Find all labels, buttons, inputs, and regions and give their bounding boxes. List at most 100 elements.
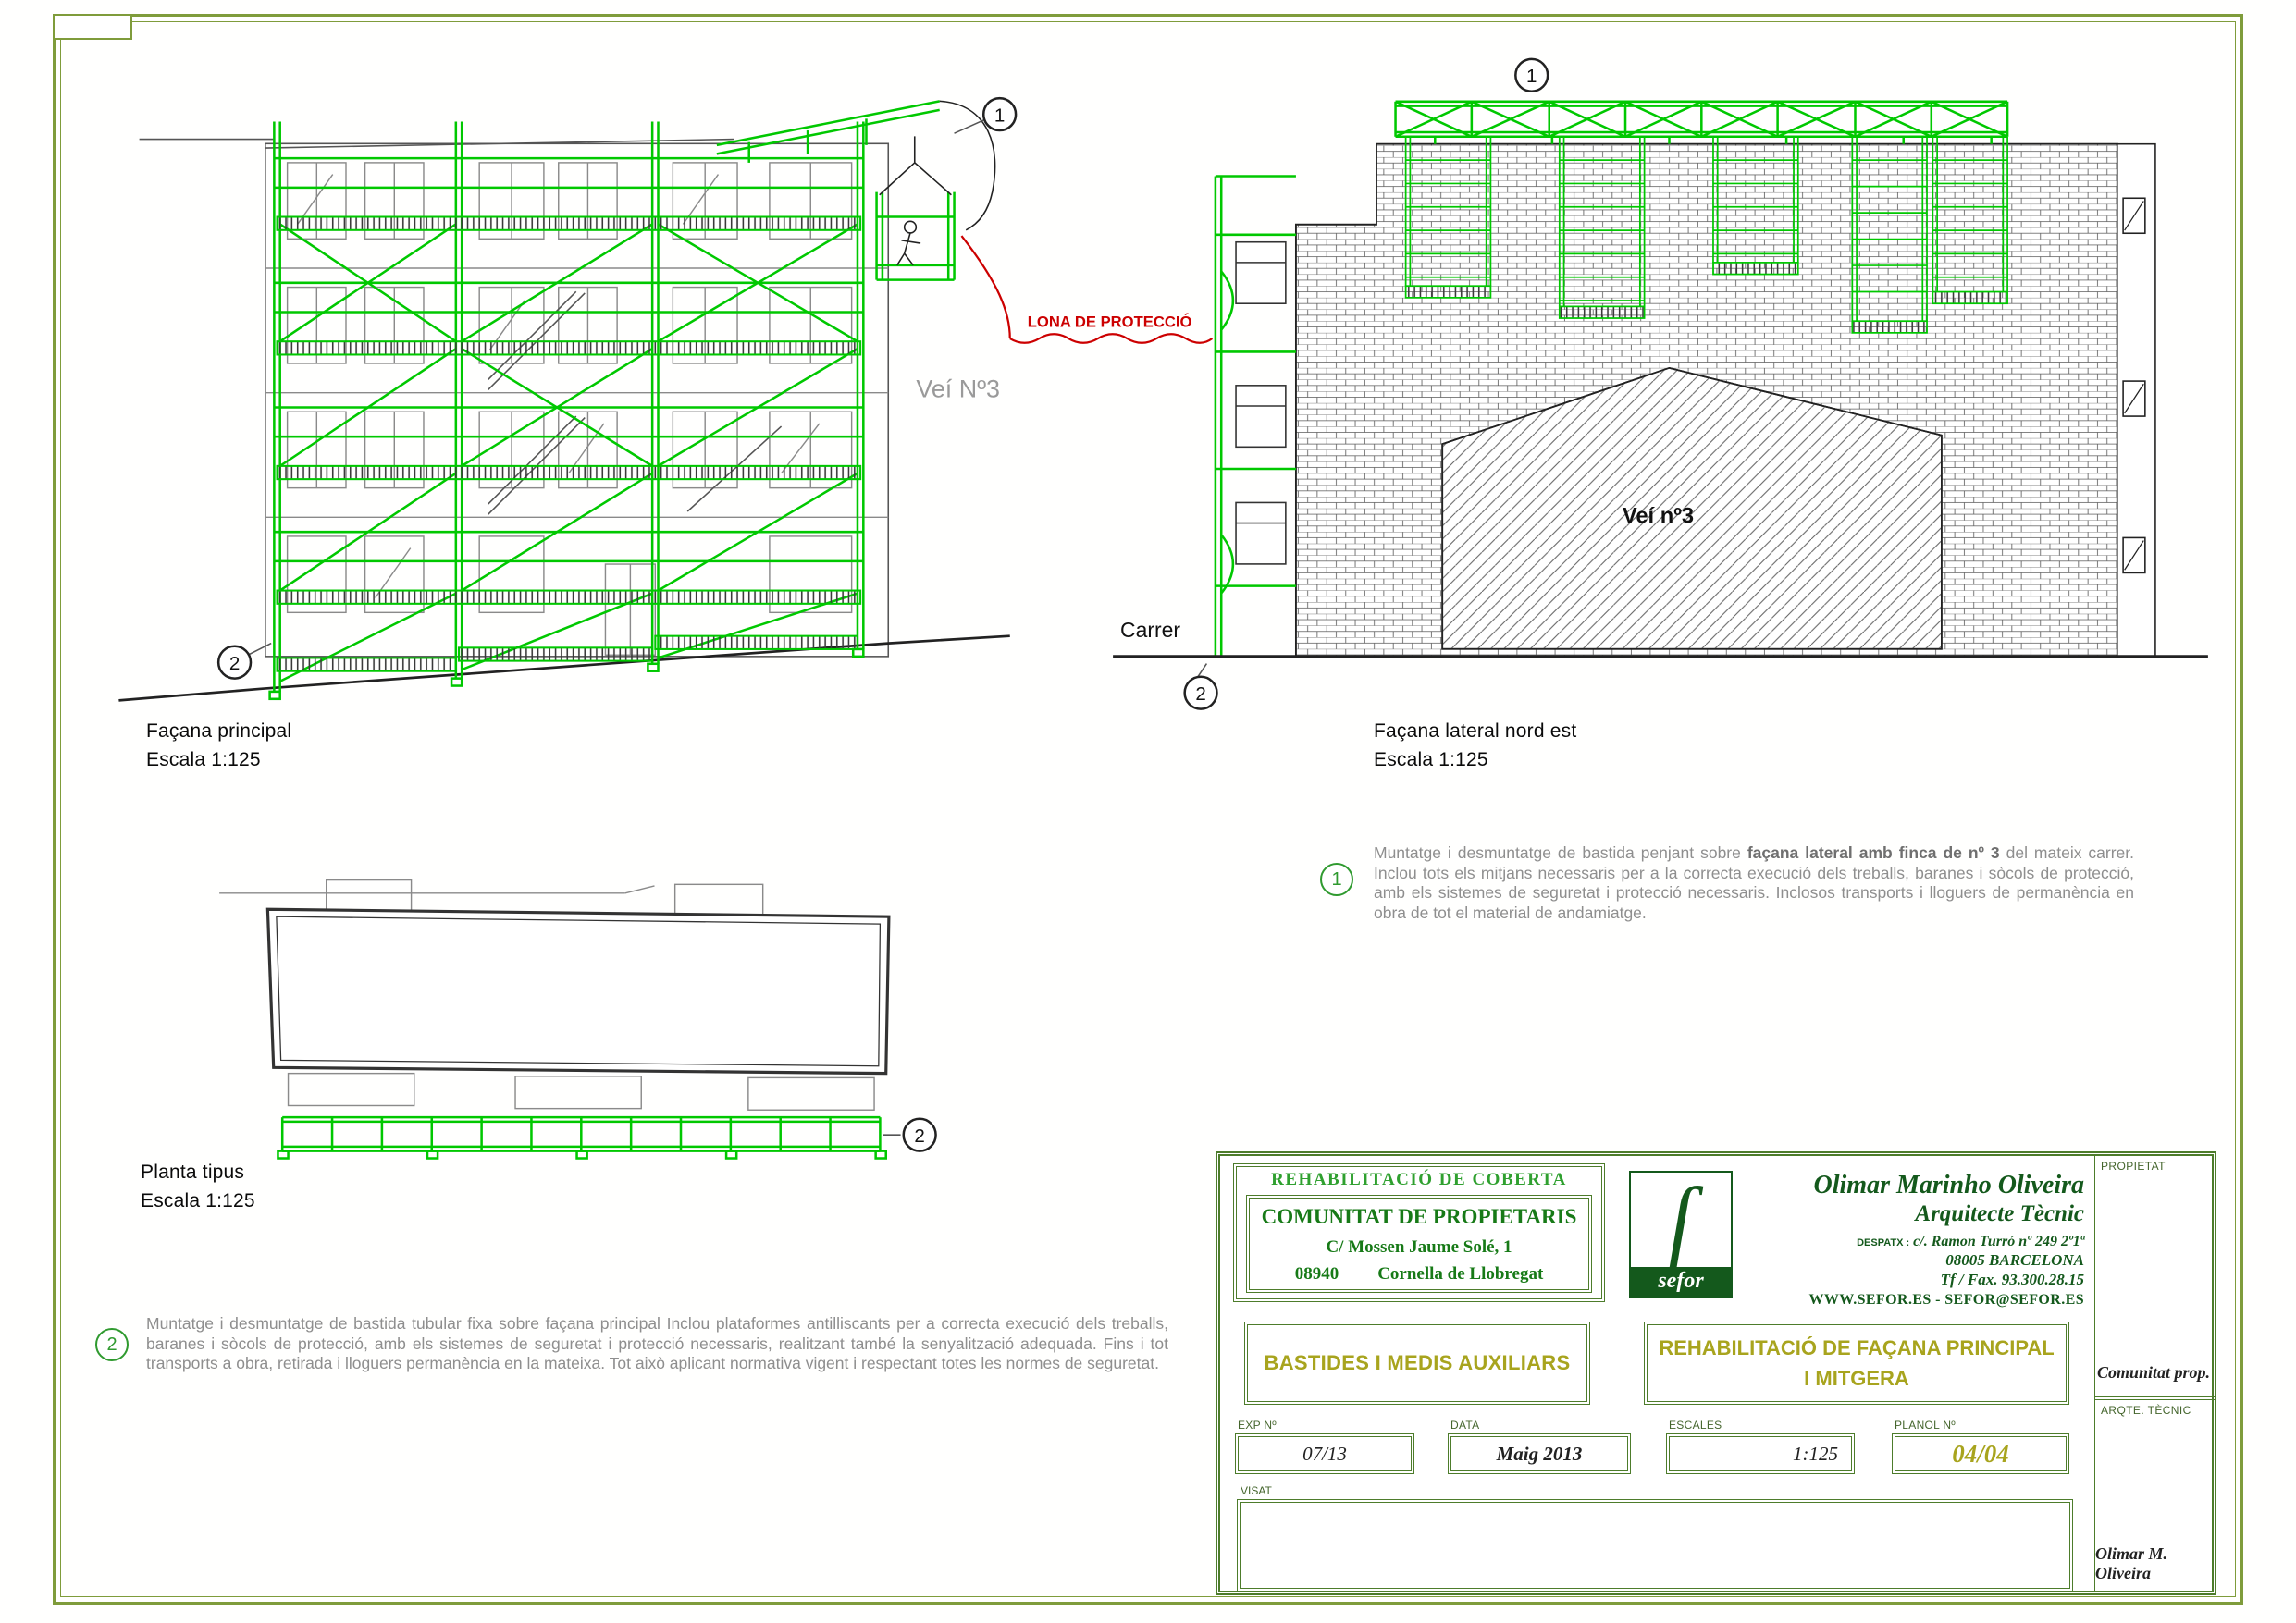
planol-value: 04/04 <box>1892 1433 2069 1474</box>
architect-info: Olimar Marinho Oliveira Arquitecte Tècni… <box>1744 1171 2084 1309</box>
caption-facana-lateral: Façana lateral nord est Escala 1:125 <box>1374 720 1576 771</box>
sheet-title-line2: I MITGERA <box>1804 1366 1909 1390</box>
data-label: DATA <box>1450 1419 1480 1432</box>
neighbor-building-hatch <box>1441 366 1943 650</box>
subject-text: BASTIDES I MEDIS AUXILIARS <box>1264 1351 1571 1374</box>
svg-text:2: 2 <box>1195 683 1205 705</box>
scaffold-principal <box>268 121 865 701</box>
client-name: COMUNITAT DE PROPIETARIS <box>1261 1205 1577 1228</box>
planol-label: PLANOL Nº <box>1895 1419 1956 1432</box>
svg-text:1: 1 <box>994 105 1005 127</box>
data-value: Maig 2013 <box>1448 1433 1631 1474</box>
architect-title: Arquitecte Tècnic <box>1915 1201 2084 1226</box>
architect-name: Olimar Marinho Oliveira <box>1813 1171 2084 1199</box>
drawing-title: Façana principal <box>146 720 292 742</box>
facana-principal-drawing: LONA DE PROTECCIÓ Veí Nº3 1 2 <box>118 96 1214 702</box>
scaffold-platforms <box>276 215 862 672</box>
drawing-title: Planta tipus <box>141 1162 245 1183</box>
architect-web: WWW.SEFOR.ES - SEFOR@SEFOR.ES <box>1808 1292 2084 1308</box>
plan-outline-inner <box>276 916 882 1067</box>
facade-bays <box>287 1072 875 1111</box>
svg-text:2: 2 <box>914 1125 924 1147</box>
caption-planta-tipus: Planta tipus Escala 1:125 <box>141 1162 255 1212</box>
marker-1-lateral: 1 <box>1514 57 1549 92</box>
sheet-title-box: REHABILITACIÓ DE FAÇANA PRINCIPAL I MITG… <box>1644 1322 2069 1405</box>
client-address: C/ Mossen Jaume Solé, 1 <box>1326 1237 1512 1257</box>
architect-despatx: DESPATX : c/. Ramon Turró nº 249 2º1ª <box>1744 1234 2084 1250</box>
svg-text:1: 1 <box>1526 66 1537 87</box>
side-building-edge <box>2116 142 2156 658</box>
marker-1-principal: 1 <box>981 96 1018 132</box>
architect-city: 08005 BARCELONA <box>1945 1251 2084 1269</box>
field-data: DATA Maig 2013 <box>1448 1419 1631 1474</box>
drawing-scale: Escala 1:125 <box>141 1190 255 1211</box>
neighbor-label-principal: Veí Nº3 <box>916 375 1000 402</box>
propietat-value: Comunitat prop. <box>2096 1363 2210 1382</box>
title-block: REHABILITACIÓ DE COBERTA COMUNITAT DE PR… <box>1216 1151 2216 1595</box>
propietat-label: PROPIETAT <box>2101 1160 2166 1173</box>
scaffold-plan <box>277 1115 887 1160</box>
note-2-text: Muntatge i desmuntatge de bastida tubula… <box>146 1314 1168 1374</box>
note-1-part-bold: façana lateral amb finca de nº 3 <box>1747 843 2000 862</box>
escales-value: 1:125 <box>1666 1433 1855 1474</box>
marker-2-lateral: 2 <box>1183 675 1218 710</box>
escales-label: ESCALES <box>1669 1419 1722 1432</box>
client-box: REHABILITACIÓ DE COBERTA COMUNITAT DE PR… <box>1233 1163 1605 1302</box>
client-city: Cornella de Llobregat <box>1377 1264 1544 1284</box>
lona-proteccio-line <box>960 235 1214 344</box>
drawing-scale: Escala 1:125 <box>146 749 261 770</box>
davit-crane <box>716 100 956 281</box>
client-zip: 08940 <box>1294 1264 1339 1284</box>
field-escales: ESCALES 1:125 <box>1666 1419 1855 1474</box>
note-2-marker: 2 <box>95 1328 129 1361</box>
plan-outline <box>265 907 891 1076</box>
sefor-logo-word: sefor <box>1631 1267 1731 1297</box>
subject-box: BASTIDES I MEDIS AUXILIARS <box>1244 1322 1590 1405</box>
arqte-label: ARQTE. TÈCNIC <box>2101 1404 2191 1417</box>
sefor-logo-glyph: ſ <box>1668 1171 1694 1268</box>
street-side-scaffold <box>1214 175 1296 657</box>
visat-label: VISAT <box>1241 1484 1272 1497</box>
adjacent-balconies <box>1235 240 1287 565</box>
facana-lateral-drawing: Veí nº3 <box>1113 57 2208 710</box>
suspension-truss <box>1394 100 2009 144</box>
field-planol: PLANOL Nº 04/04 <box>1892 1419 2069 1474</box>
note-1-marker-number: 1 <box>1331 868 1342 890</box>
sheet-title-line1: REHABILITACIÓ DE FAÇANA PRINCIPAL <box>1659 1335 2055 1359</box>
caption-facana-principal: Façana principal Escala 1:125 <box>146 720 291 771</box>
note-1-marker: 1 <box>1320 863 1353 896</box>
street-label: Carrer <box>1120 618 1180 642</box>
arqte-value: Olimar M. Oliveira <box>2095 1544 2168 1582</box>
neighbor-label-lateral: Veí nº3 <box>1623 505 1694 529</box>
sheet-border-outer <box>53 14 2243 1605</box>
client-city-row: 08940 Cornella de Llobregat <box>1250 1264 1588 1285</box>
lona-proteccio-label: LONA DE PROTECCIÓ <box>1028 313 1192 330</box>
despatx-address: c/. Ramon Turró nº 249 2º1ª <box>1913 1234 2084 1249</box>
sheet-corner-tab <box>53 14 132 40</box>
visat-box <box>1237 1499 2073 1592</box>
note-1-part-before: Muntatge i desmuntatge de bastida penjan… <box>1374 843 1747 862</box>
despatx-label: DESPATX : <box>1857 1237 1910 1248</box>
planta-tipus-drawing: 2 <box>219 879 937 1160</box>
note-1-part-after: del mateix carrer. Inclou tots els mitja… <box>1374 843 2135 923</box>
exp-label: EXP Nº <box>1238 1419 1277 1432</box>
exp-value: 07/13 <box>1235 1433 1414 1474</box>
note-2-marker-number: 2 <box>106 1334 117 1355</box>
note-1-text: Muntatge i desmuntatge de bastida penjan… <box>1374 843 2134 924</box>
client-inner-box: COMUNITAT DE PROPIETARIS C/ Mossen Jaume… <box>1246 1195 1592 1293</box>
drawing-scale: Escala 1:125 <box>1374 749 1488 770</box>
marker-2-principal: 2 <box>216 645 253 680</box>
drawing-title: Façana lateral nord est <box>1374 720 1577 742</box>
marker-2-planta: 2 <box>902 1117 937 1152</box>
signature-divider <box>2095 1396 2216 1400</box>
signature-column: PROPIETAT Comunitat prop. ARQTE. TÈCNIC … <box>2092 1156 2216 1591</box>
svg-text:2: 2 <box>229 653 240 674</box>
crane-cable-and-worker <box>879 100 996 266</box>
hanging-scaffolds <box>1404 136 2008 334</box>
field-exp: EXP Nº 07/13 <box>1235 1419 1414 1474</box>
sefor-logo: ſ sefor <box>1629 1171 1733 1298</box>
sheet-border-inner <box>60 21 2236 1597</box>
ground-line <box>118 634 1010 702</box>
note-2-body: Muntatge i desmuntatge de bastida tubula… <box>146 1314 1168 1373</box>
